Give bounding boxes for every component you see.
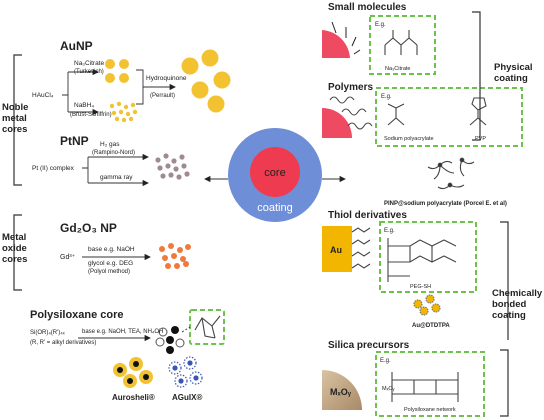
ptnp-precursor: Pt (II) complex bbox=[32, 165, 75, 172]
polysiloxane-network-structure bbox=[391, 372, 459, 402]
small-molecules-eg: E.g. bbox=[375, 22, 386, 28]
aurosheli-icon bbox=[113, 357, 153, 388]
aunp-large-particles bbox=[181, 49, 231, 113]
polysiloxane-title: Polysiloxane core bbox=[30, 309, 124, 321]
aguix-icon bbox=[168, 356, 203, 388]
polymers-core bbox=[322, 108, 352, 138]
thiol-molecule: PEG-SH bbox=[410, 284, 431, 290]
core-coating-diagram: core coating bbox=[204, 128, 346, 222]
silica-zoom-box bbox=[375, 351, 485, 417]
aunp-seed-growth-lines bbox=[136, 69, 150, 105]
polymers-title: Polymers bbox=[328, 82, 373, 93]
aunp-reagent-top: Na₃Citrate bbox=[74, 60, 104, 67]
polysiloxane-particle-cluster bbox=[155, 326, 185, 354]
silica-oxide-core bbox=[322, 370, 362, 410]
aunp-small-particles bbox=[109, 101, 138, 123]
aunp-method-top: (Turkevich) bbox=[74, 69, 104, 75]
aunp-medium-particles bbox=[105, 59, 129, 83]
ptnp-method-top: (Rampino-Nord) bbox=[92, 150, 135, 156]
ptnp-title: PtNP bbox=[60, 134, 89, 148]
gd2o3-method: (Polyol method) bbox=[88, 269, 130, 275]
aunp-method-bottom: (Brust-Schiffrin) bbox=[70, 112, 112, 118]
thiol-section: Thiol derivatives Au E.g. PEG-SH Au@DTDT… bbox=[322, 210, 477, 329]
polymers-molecule-b: PVP bbox=[475, 136, 486, 142]
silica-title: Silica precursors bbox=[328, 340, 410, 351]
metal-oxide-bracket bbox=[13, 214, 22, 291]
polysiloxane-network-sketch bbox=[194, 315, 221, 339]
noble-metal-bracket bbox=[13, 54, 22, 186]
au-core-label: Au bbox=[330, 245, 342, 255]
pvp-structure bbox=[469, 97, 487, 126]
small-molecules-ligands bbox=[331, 21, 361, 55]
aunp-branch-lines bbox=[62, 72, 69, 112]
small-molecules-molecule: Na₃Citrate bbox=[385, 66, 410, 72]
aunp-precursor: HAuCl₄ bbox=[32, 92, 54, 99]
ptnp-section: PtNP Pt (II) complex H₂ gas (Rampino-Nor… bbox=[32, 134, 190, 187]
gd2o3-reagent-bottom: glycol e.g. DEG bbox=[88, 260, 133, 267]
thiol-eg: E.g. bbox=[384, 228, 395, 234]
thiol-ligands bbox=[351, 227, 371, 269]
ptnp-branch-lines bbox=[82, 157, 89, 183]
polysiloxane-reagent: base e.g. NaOH, TEA, NH₄OH bbox=[82, 329, 163, 335]
au-core bbox=[322, 226, 352, 272]
aunp-reagent-bottom: NaBH₄ bbox=[74, 102, 94, 109]
polysiloxane-precursor: Si(OR)₄(R')₄ₓ bbox=[30, 330, 65, 336]
polymers-eg: E.g. bbox=[381, 94, 392, 100]
citrate-structure bbox=[384, 30, 418, 55]
silica-molecule: Polysiloxane network bbox=[404, 407, 456, 413]
aunp-reagent-right: Hydroquinone bbox=[146, 75, 187, 82]
coating-label: coating bbox=[257, 202, 292, 214]
group-label-chemically-bonded-coating: Chemically bonded coating bbox=[492, 288, 544, 321]
thiol-note: Au@DTDTPA bbox=[412, 323, 450, 329]
ptnp-reagent-top: H₂ gas bbox=[100, 141, 120, 148]
group-label-noble-metal-cores: Noble metal cores bbox=[2, 102, 31, 135]
polysiloxane-zoom-box bbox=[189, 309, 225, 345]
chemical-coating-bracket bbox=[500, 221, 509, 417]
aunp-method-right: (Perrault) bbox=[150, 93, 175, 99]
physical-coating-bracket bbox=[472, 11, 481, 141]
polymers-zoom-box bbox=[375, 87, 523, 147]
small-molecules-title: Small molecules bbox=[328, 2, 407, 13]
ptnp-particles bbox=[155, 153, 190, 180]
gd2o3-title: Gd₂O₃ NP bbox=[60, 221, 117, 235]
gd2o3-precursor: Gd³⁺ bbox=[60, 254, 76, 261]
aguix-label: AGuIX® bbox=[172, 393, 202, 402]
aunp-title: AuNP bbox=[60, 39, 93, 53]
polymers-molecule-a: Sodium polyacrylate bbox=[384, 136, 434, 142]
small-molecules-core bbox=[322, 30, 350, 58]
gd2o3-particles bbox=[159, 243, 191, 269]
ptnp-reagent-bottom: gamma ray bbox=[100, 174, 133, 181]
silica-eg: E.g. bbox=[380, 358, 391, 364]
polymers-note: PINP@sodium polyacrylate (Porcel E. et a… bbox=[384, 201, 507, 207]
core-sphere bbox=[250, 147, 300, 197]
polymer-chains bbox=[329, 96, 373, 130]
silica-section: Silica precursors MₓOᵧ E.g. MₓOᵧ Polysil… bbox=[322, 340, 485, 417]
sodium-polyacrylate-structure bbox=[387, 103, 405, 126]
group-label-physical-coating: Physical coating bbox=[494, 62, 535, 84]
thiol-title: Thiol derivatives bbox=[328, 210, 407, 221]
pinp-polyacrylate-sketch bbox=[427, 157, 475, 190]
aurosheli-label: Aurosheli® bbox=[112, 393, 155, 402]
gd2o3-section: Gd₂O₃ NP Gd³⁺ base e.g. NaOH glycol e.g.… bbox=[60, 221, 191, 275]
small-molecules-zoom-box bbox=[369, 15, 436, 75]
silica-core-label: MₓOᵧ bbox=[330, 387, 352, 397]
small-molecules-section: Small molecules E.g. Na₃Citrate bbox=[322, 2, 436, 75]
polymers-section: Polymers E.g. Sodium polyacrylate PVP PI… bbox=[322, 82, 523, 207]
polysiloxane-section: Polysiloxane core Si(OR)₄(R')₄ₓ base e.g… bbox=[30, 309, 225, 402]
aunp-section: AuNP HAuCl₄ Na₃Citrate (Turkevich) NaBH₄… bbox=[32, 39, 231, 123]
polysiloxane-substituents: (R, R' = alkyl derivatives) bbox=[30, 340, 96, 346]
peg-sh-structure bbox=[387, 238, 457, 282]
silica-network-core: MₓOᵧ bbox=[382, 386, 395, 392]
polysiloxane-zoom-line bbox=[181, 326, 191, 333]
thiol-zoom-box bbox=[379, 221, 477, 293]
gd2o3-reagent-top: base e.g. NaOH bbox=[88, 246, 135, 253]
group-label-metal-oxide-cores: Metal oxide cores bbox=[2, 232, 29, 265]
core-label: core bbox=[264, 167, 285, 179]
au-dtdtpa-particles bbox=[413, 294, 441, 316]
